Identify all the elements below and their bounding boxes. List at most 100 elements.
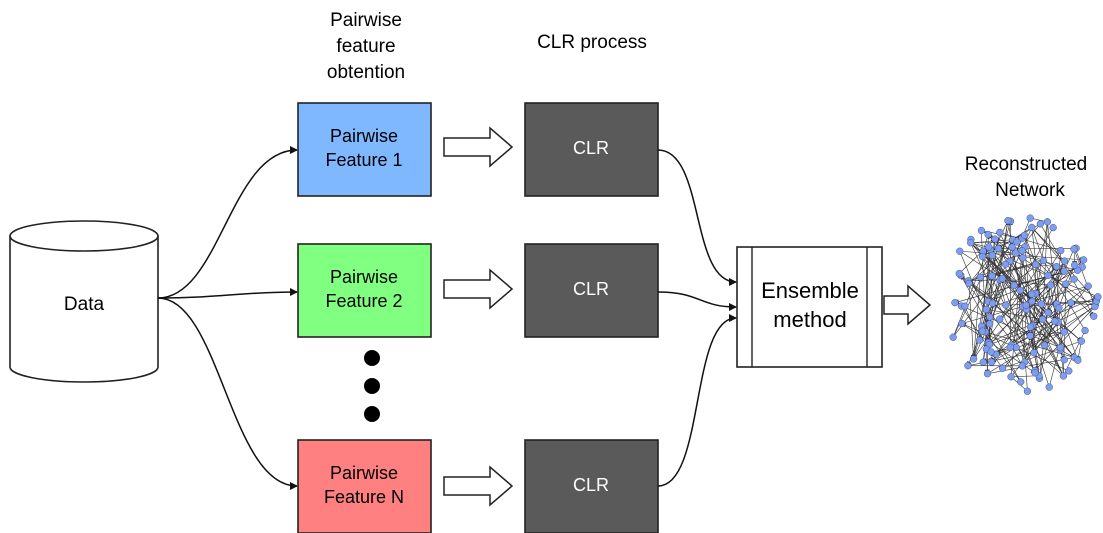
network-node — [976, 273, 984, 281]
network-node — [1030, 349, 1038, 357]
network-node — [1018, 247, 1026, 255]
network-node — [998, 364, 1007, 372]
network-node — [1079, 256, 1088, 264]
clr-box-1-label: CLR — [573, 138, 609, 158]
network-node — [1023, 387, 1032, 395]
network-node — [986, 320, 994, 328]
network-node — [1002, 301, 1010, 309]
network-edge — [1015, 257, 1024, 348]
network-node — [1060, 257, 1069, 265]
network-node — [1060, 267, 1068, 275]
network-node — [978, 327, 987, 335]
network-node — [996, 315, 1004, 323]
network-node — [1062, 280, 1070, 288]
network-edge — [1063, 248, 1075, 272]
clr-box-1: CLR — [524, 102, 659, 197]
network-edge — [1050, 285, 1061, 348]
network-edge — [1073, 248, 1096, 307]
network-edge — [1058, 307, 1079, 361]
clr-box-2: CLR — [524, 243, 659, 338]
network-node — [1016, 286, 1024, 295]
network-node — [1045, 383, 1053, 391]
network-node — [965, 279, 973, 288]
feature-1-line2: Feature 1 — [325, 150, 402, 170]
pairwise-header-line3: obtention — [327, 62, 405, 83]
network-edge — [1010, 309, 1027, 346]
data-to-feature-connectors — [157, 146, 298, 490]
pairwise-header-line2: feature — [336, 36, 395, 57]
network-node — [956, 247, 964, 255]
network-edge — [970, 242, 1061, 348]
network-node — [1022, 301, 1030, 309]
network-node — [1018, 362, 1026, 370]
network-node — [985, 243, 993, 251]
network-node — [987, 348, 995, 356]
ellipsis-dots — [364, 350, 380, 422]
network-node — [1056, 344, 1065, 352]
clr-to-ensemble-connectors — [657, 149, 737, 487]
network-node — [1019, 254, 1027, 262]
network-nodes — [949, 214, 1102, 395]
network-node — [1028, 290, 1036, 298]
clr-box-2-label: CLR — [573, 279, 609, 299]
network-edge — [1031, 227, 1065, 262]
network-node — [1038, 315, 1047, 323]
network-node — [1026, 323, 1035, 331]
network-node — [1074, 356, 1082, 364]
network-edge — [1021, 309, 1027, 366]
ensemble-to-network-arrow — [883, 284, 932, 326]
network-node — [1044, 271, 1052, 280]
network-node — [1039, 256, 1048, 265]
network-node — [978, 252, 987, 261]
network-node — [1004, 217, 1012, 225]
network-node — [1052, 262, 1061, 271]
network-node — [991, 235, 999, 243]
network-node — [976, 336, 984, 344]
feature-2-line1: Pairwise — [330, 267, 398, 287]
network-edge — [1031, 227, 1044, 261]
network-edge — [999, 232, 1061, 251]
network-edge — [1047, 264, 1075, 314]
network-edge — [961, 305, 1061, 348]
network-edge — [1011, 319, 1043, 346]
network-edge — [970, 242, 1026, 363]
feature-to-clr-arrows — [443, 126, 514, 507]
network-node — [986, 313, 994, 321]
network-node — [1008, 243, 1016, 251]
network-node — [988, 299, 997, 307]
network-edge — [1010, 321, 1056, 377]
network-node — [1037, 300, 1046, 308]
feature-2-line2: Feature 2 — [325, 291, 402, 311]
pairwise-header-line1: Pairwise — [330, 10, 402, 31]
clr-process-header: CLR process — [537, 32, 647, 53]
network-edge — [1069, 300, 1096, 306]
network-node — [994, 244, 1003, 253]
network-node — [1070, 261, 1079, 269]
network-node — [1060, 328, 1068, 336]
network-node — [1065, 367, 1073, 375]
network-node — [1036, 220, 1045, 228]
network-node — [951, 299, 959, 307]
clr-box-3-label: CLR — [573, 475, 609, 495]
network-node — [967, 239, 975, 247]
network-node — [1017, 378, 1025, 386]
network-edge — [1002, 340, 1082, 369]
network-edge — [1033, 260, 1065, 353]
network-node — [1028, 223, 1036, 232]
network-edge — [1050, 270, 1078, 286]
network-node — [1007, 373, 1015, 381]
network-edge — [960, 275, 1022, 383]
network-edge — [1030, 260, 1065, 328]
network-edge — [1033, 285, 1089, 353]
network-node — [1049, 223, 1057, 232]
network-node — [998, 275, 1006, 283]
network-node — [982, 305, 990, 314]
network-edge — [999, 318, 1064, 377]
network-node — [1057, 246, 1065, 255]
network-node — [949, 333, 957, 341]
network-node — [1026, 214, 1034, 222]
feature-n-line2: Feature N — [324, 487, 404, 507]
network-node — [1055, 304, 1063, 312]
network-node — [961, 302, 969, 310]
